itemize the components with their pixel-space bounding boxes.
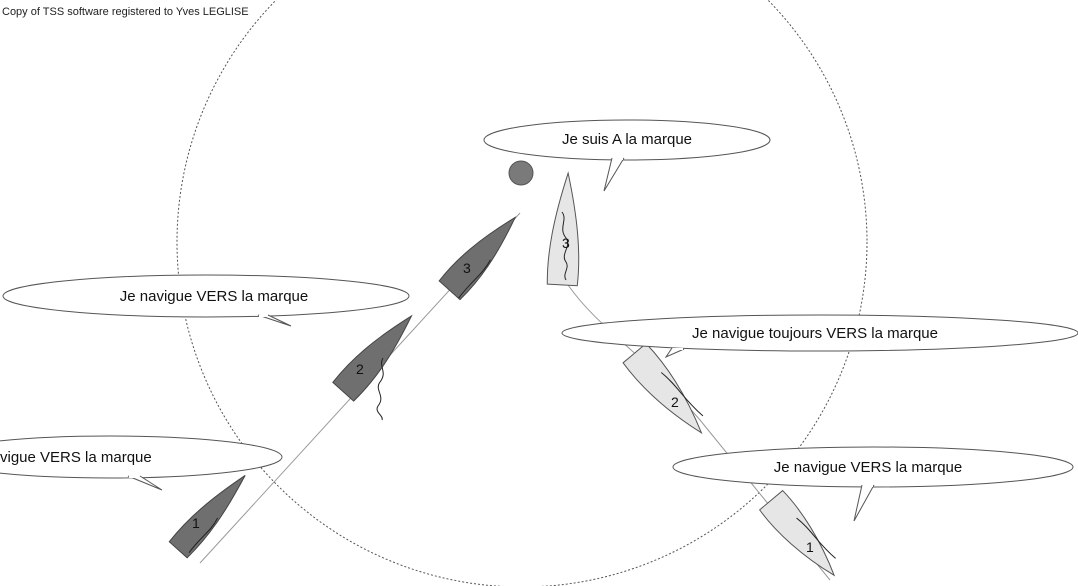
dark-boat-1-number: 1 bbox=[192, 515, 200, 531]
light-boat-1-number: 1 bbox=[806, 539, 814, 555]
dark-boat-1 bbox=[168, 474, 246, 559]
dark-boat-2 bbox=[332, 314, 413, 402]
light-boat-3-luffing-sail bbox=[561, 211, 569, 281]
dark-boat-3-number: 3 bbox=[463, 260, 471, 276]
dark-boat-2-number: 2 bbox=[356, 361, 364, 377]
bubble-light-bottom: Je navigue VERS la marque bbox=[672, 446, 1074, 522]
bubble-light-bottom-text: Je navigue VERS la marque bbox=[774, 459, 962, 476]
mark-buoy bbox=[508, 160, 534, 186]
light-boat-3-number: 3 bbox=[562, 235, 570, 251]
light-boat-3 bbox=[546, 171, 580, 287]
bubble-dark-top: Je navigue VERS la marque bbox=[2, 274, 410, 327]
bubble-light-middle: Je navigue toujours VERS la marque bbox=[561, 314, 1078, 359]
bubble-dark-top-text: Je navigue VERS la marque bbox=[120, 288, 308, 305]
bubble-light-top-text: Je suis A la marque bbox=[562, 131, 692, 148]
light-boat-1 bbox=[758, 489, 836, 577]
bubble-light-middle-text: Je navigue toujours VERS la marque bbox=[692, 325, 938, 342]
bubble-light-top: Je suis A la marque bbox=[483, 119, 771, 192]
light-boat-2-number: 2 bbox=[671, 394, 679, 410]
dark-boat-2-luffing-sail bbox=[376, 357, 384, 421]
bubble-dark-bottom-text: vigue VERS la marque bbox=[0, 449, 152, 466]
light-boat-2 bbox=[622, 342, 704, 435]
copyright-notice: Copy of TSS software registered to Yves … bbox=[2, 6, 249, 18]
bubble-dark-bottom: vigue VERS la marque bbox=[0, 435, 283, 491]
zone-circle bbox=[176, 0, 868, 586]
dark-boat-3 bbox=[438, 216, 517, 301]
